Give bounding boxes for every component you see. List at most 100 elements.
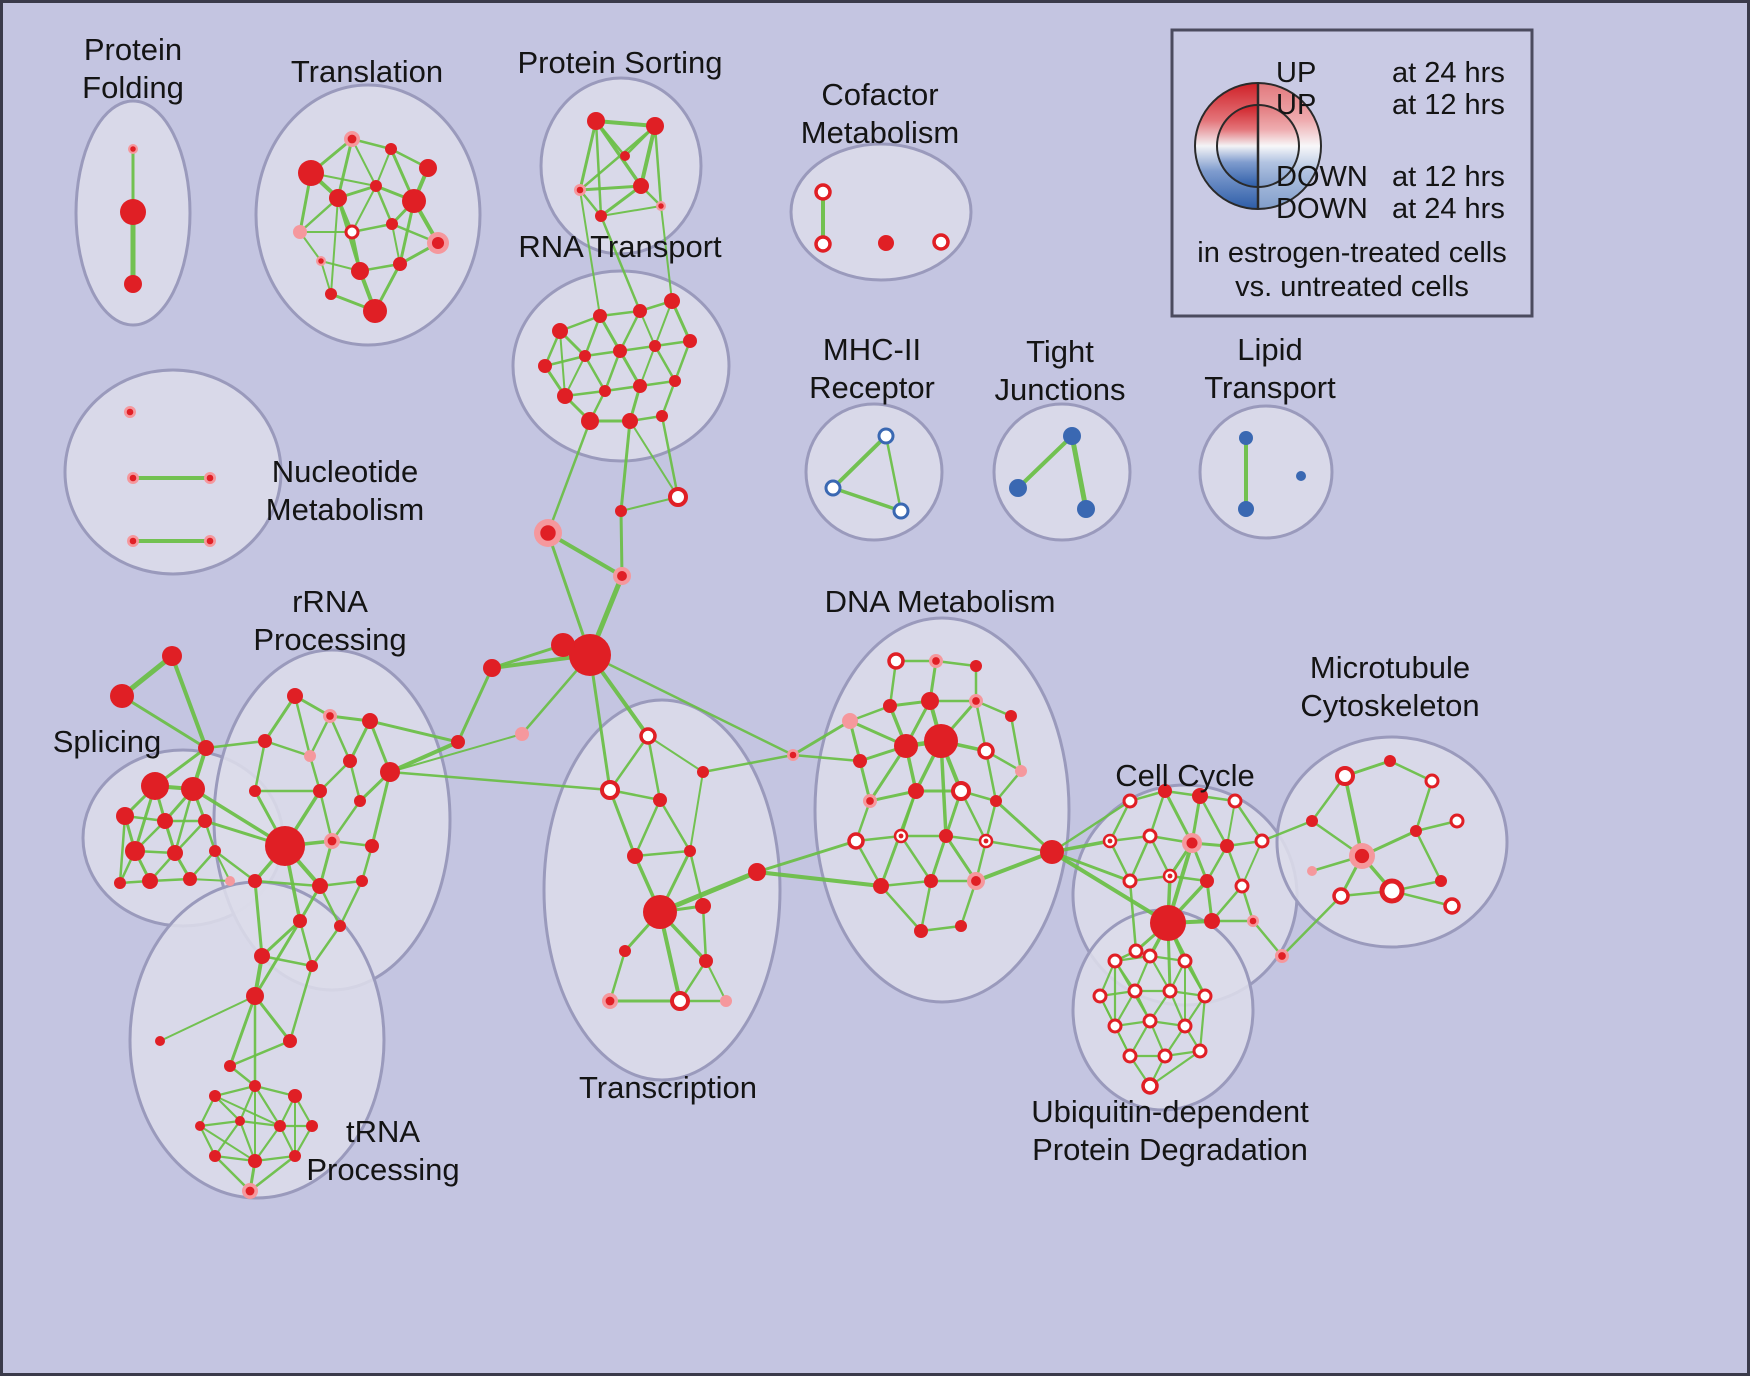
legend-entry-time: at 12 hrs [1392,161,1505,193]
network-node-ub2 [1177,953,1193,969]
cluster-label-rrna-processing: Processing [253,622,406,657]
network-node-rt15 [656,410,668,422]
network-node-tn13 [289,1150,301,1162]
network-node-d5 [921,692,939,710]
network-edge [1226,800,1236,847]
network-node-rr3 [258,734,272,748]
network-node-cc2 [1192,788,1208,804]
cluster-label-tight-junctions: Junctions [995,372,1126,407]
network-edge [238,1084,257,1123]
network-node-mc6 [1449,813,1465,829]
cluster-label-transcription: Transcription [579,1070,757,1105]
cluster-label-rrna-processing: rRNA [292,584,368,619]
cluster-label-rna-transport: RNA Transport [518,229,722,264]
network-node-t10 [431,236,445,250]
network-edge [791,719,852,757]
network-edge [293,694,312,758]
network-edge [633,798,662,858]
network-edge [1198,994,1207,1053]
legend-caption-line1: in estrogen-treated cells [1197,237,1507,269]
network-edge [260,954,314,968]
network-node-cc5 [1142,828,1158,844]
network-edge [974,850,1054,883]
network-edge [1148,1049,1202,1088]
network-node-rr7 [249,785,261,797]
network-node-lt2 [1296,471,1306,481]
cluster-label-tight-junctions: Tight [1026,334,1094,369]
network-node-cc13 [1150,905,1186,941]
network-node-tc12 [720,995,732,1007]
network-node-sp10 [114,877,126,889]
network-edge [330,197,339,295]
network-node-h4 [569,634,611,676]
network-edge [658,798,692,853]
network-edge [228,1039,292,1068]
network-edge [1233,799,1264,843]
network-edge [338,879,364,928]
network-edge [654,300,673,347]
network-edge [994,769,1023,803]
network-node-ps0 [587,112,605,130]
network-node-rt1 [593,309,607,323]
network-edge [639,124,657,188]
cluster-label-lipid-transport: Transport [1204,370,1336,405]
network-node-d12 [1015,765,1027,777]
network-node-tc6 [643,895,677,929]
network-node-t15 [325,288,337,300]
network-edge [288,964,314,1043]
network-node-tn0 [246,987,264,1005]
network-edge [701,904,708,963]
network-node-tc3 [697,766,709,778]
network-node-mc1 [1384,755,1396,767]
network-node-tn3 [224,1060,236,1072]
network-edge [198,1119,242,1128]
network-node-cc14 [1204,913,1220,929]
cluster-label-protein-sorting: Protein Sorting [517,45,722,80]
network-node-cc4 [1107,838,1113,844]
cluster-label-trna-processing: tRNA [346,1114,420,1149]
cluster-label-trna-processing: Processing [306,1152,459,1187]
network-node-t0 [298,160,324,186]
network-edge [653,344,677,383]
network-node-ub8 [1142,1013,1158,1029]
network-node-rt2 [633,304,647,318]
network-node-d11 [977,742,995,760]
network-node-tj0 [1063,427,1081,445]
network-node-t9 [386,218,398,230]
network-edge [374,184,394,226]
network-edge [657,869,760,915]
network-edge [594,119,603,218]
network-edge [559,330,566,397]
network-node-rr11 [327,836,337,846]
network-node-sp9 [183,872,197,886]
network-node-t11 [318,258,324,264]
network-edge [253,879,322,888]
network-node-lt1 [1238,501,1254,517]
network-node-h2 [540,525,556,541]
network-edge [647,735,704,773]
network-node-sp4 [198,814,212,828]
network-node-ps5 [658,203,664,209]
network-node-x0 [162,646,182,666]
network-edge [328,714,352,763]
network-edge [159,995,256,1042]
network-node-tn12 [248,1154,262,1168]
network-node-ub13 [1141,1077,1159,1095]
network-node-cc0 [1122,793,1138,809]
network-node-d2 [970,660,982,672]
network-node-d13 [866,797,874,805]
network-node-ub6 [1197,988,1213,1004]
network-edge [263,739,312,758]
network-node-ub3 [1092,988,1108,1004]
network-node-nm4 [206,537,214,545]
cluster-label-splicing: Splicing [53,724,162,759]
network-node-sp8 [142,873,158,889]
network-edge [238,1119,282,1128]
network-node-cc9 [1122,873,1138,889]
network-edge [1050,850,1132,883]
network-edge [608,949,627,1003]
network-edge [370,770,392,848]
network-edge [660,414,680,499]
